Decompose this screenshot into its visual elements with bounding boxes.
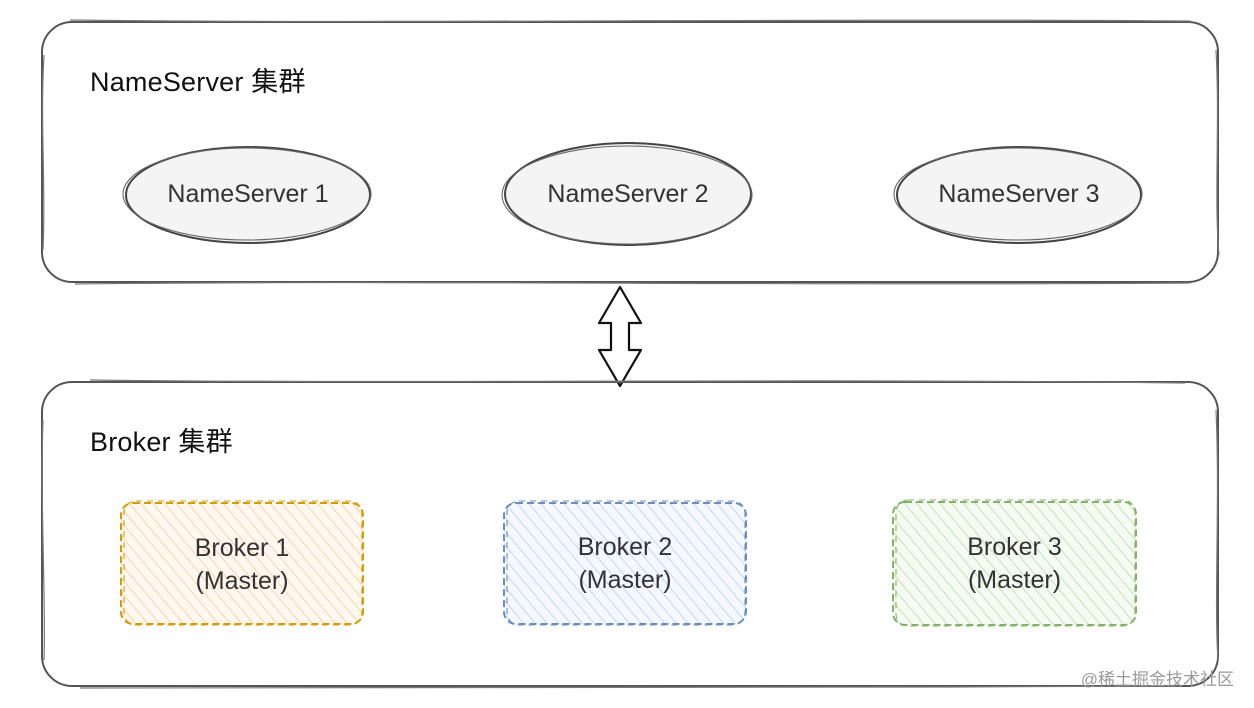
nameserver-node-2-shape [501, 142, 753, 246]
broker-cluster-box [41, 379, 1219, 689]
watermark: @稀土掘金技术社区 [1080, 670, 1234, 689]
broker-node-3-name: Broker 3 [967, 533, 1062, 561]
nameserver-node-2-label: NameServer 2 [547, 180, 709, 208]
broker-node-2-name: Broker 2 [577, 533, 673, 561]
broker-node-1-name: Broker 1 [194, 534, 290, 562]
broker-node-3-shape [892, 499, 1137, 627]
bidirectional-arrow [597, 285, 643, 388]
nameserver-node-3-label: NameServer 3 [938, 180, 1100, 208]
broker-node-1-shape [120, 500, 364, 626]
broker-node-2-shape [503, 500, 747, 626]
nameserver-node-1-shape [122, 146, 372, 244]
nameserver-cluster-title: NameServer 集群 [90, 67, 306, 97]
broker-node-3-role: (Master) [967, 566, 1062, 594]
nameserver-cluster-box [41, 19, 1220, 285]
broker-node-2-role: (Master) [578, 566, 672, 594]
nameserver-node-1-label: NameServer 1 [167, 180, 329, 208]
nameserver-node-3-shape [893, 146, 1143, 244]
broker-node-1-role: (Master) [195, 567, 289, 595]
broker-cluster-title: Broker 集群 [90, 427, 233, 457]
